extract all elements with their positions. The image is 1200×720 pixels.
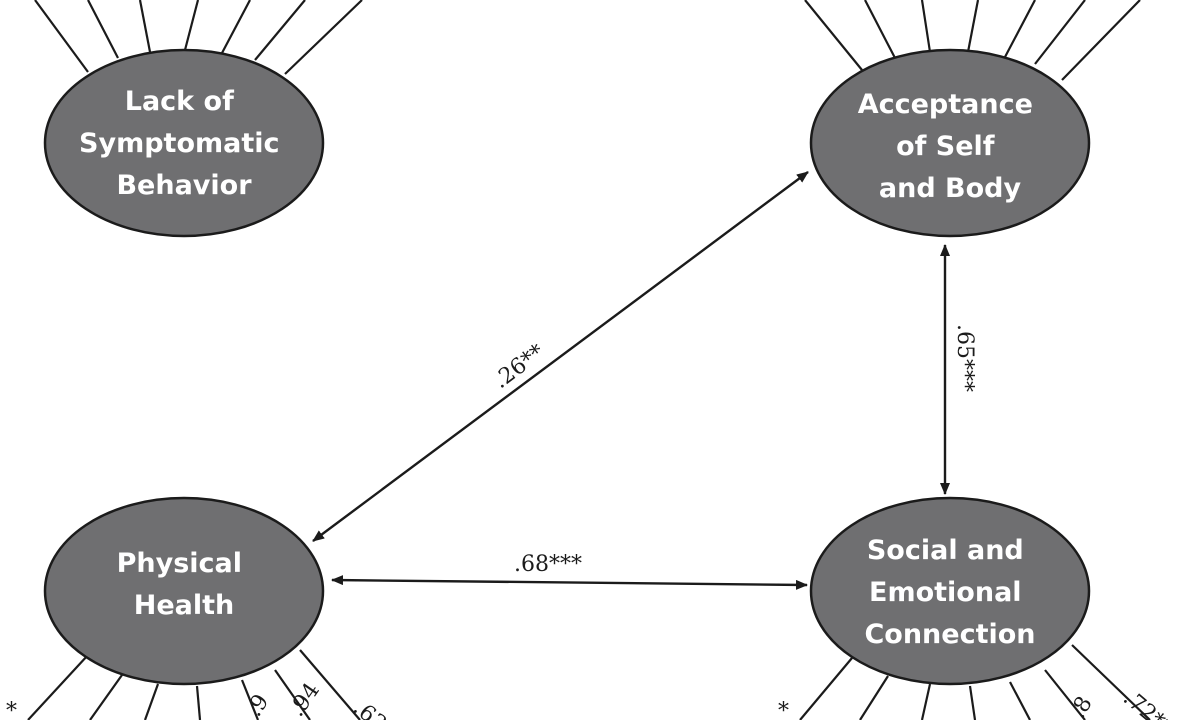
physical-indicator-lines [27, 649, 361, 720]
loading-social-1: .8 [1066, 692, 1098, 720]
factor-label-line: Health [134, 590, 235, 621]
physical-acceptance-path [312, 171, 809, 542]
svg-text:Acceptance of Self: Acceptance of Self and Body [858, 89, 1043, 204]
factor-label-line: Behavior [116, 170, 252, 201]
physical-social-path [331, 575, 808, 590]
coef-physical-acceptance: .26** [489, 340, 550, 394]
factor-label-line: Social and [867, 535, 1024, 566]
loading-social-2: .72** [1118, 685, 1178, 720]
factor-label-line: Physical [117, 548, 242, 579]
factor-label-line: Connection [864, 619, 1035, 650]
svg-text:Social and Emotional: Social and Emotional Connection [864, 535, 1035, 650]
coef-physical-social: .68*** [514, 552, 582, 577]
factor-lack-of-symptomatic-behavior: Lack of Symptomatic Behavior [43, 48, 325, 238]
loading-social-left-fragment: * [778, 699, 789, 720]
loading-physical-3: .63** [348, 695, 408, 720]
acceptance-indicator-lines [804, 0, 1141, 81]
symptomatic-indicator-lines [34, 0, 363, 75]
factor-physical-health: Physical Health [43, 496, 325, 686]
factor-label-line: and Body [879, 173, 1022, 204]
factor-social-and-emotional-connection: Social and Emotional Connection [809, 496, 1091, 686]
loading-physical-left-fragment: * [6, 699, 17, 720]
coef-acceptance-social: .65*** [952, 324, 977, 392]
social-indicator-lines [799, 644, 1151, 720]
factor-acceptance-of-self-and-body: Acceptance of Self and Body [809, 48, 1091, 238]
factor-label-line: Acceptance [858, 89, 1033, 120]
svg-text:Lack of Symptomatic: Lack of Symptomatic Behavior [79, 86, 289, 201]
factor-label-line: Emotional [869, 577, 1022, 608]
factor-label-line: of Self [896, 131, 995, 162]
factor-label-line: Symptomatic [79, 128, 279, 159]
loading-physical-2: .94 [284, 678, 325, 720]
svg-text:Physical Health: Physical Health [117, 548, 252, 621]
factor-label-line: Lack of [125, 86, 234, 117]
